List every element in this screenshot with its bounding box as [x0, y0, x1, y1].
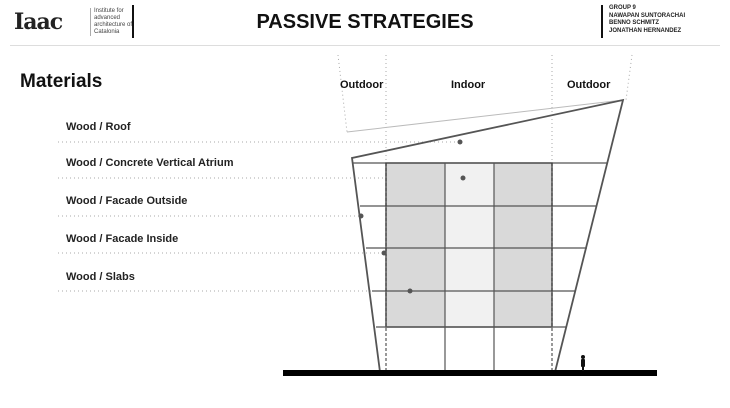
- material-label: Wood / Facade Inside: [66, 233, 179, 245]
- zone-indoor: Indoor: [451, 79, 486, 91]
- member: BENNO SCHMITZ: [609, 20, 659, 26]
- member: JONATHAN HERNANDEZ: [609, 27, 682, 34]
- guide-lines: [58, 54, 633, 292]
- group-name: GROUP 9: [609, 5, 636, 11]
- institute-name: Institute for advanced architecture of C…: [90, 8, 134, 36]
- ground-line: [283, 370, 657, 376]
- atrium: [445, 163, 494, 327]
- material-label: Wood / Concrete Vertical Atrium: [66, 157, 234, 169]
- page-title: PASSIVE STRATEGIES: [256, 11, 474, 33]
- group-members: GROUP 9 NAWAPAN SUNTORACHAI BENNO SCHMIT…: [609, 5, 685, 35]
- material-label: Wood / Slabs: [66, 271, 135, 283]
- person-icon: [581, 355, 585, 371]
- material-label: Wood / Roof: [66, 121, 131, 133]
- material-markers: [358, 139, 466, 294]
- zone-outdoor-left: Outdoor: [340, 79, 384, 91]
- divider: [132, 5, 134, 38]
- slabs: [352, 162, 607, 372]
- member: NAWAPAN SUNTORACHAI: [609, 12, 686, 19]
- header-rule: [10, 45, 720, 46]
- iaac-logo: Iaac: [14, 9, 63, 35]
- divider: [601, 5, 603, 38]
- building-envelope: [350, 98, 625, 373]
- material-label: Wood / Facade Outside: [66, 195, 188, 207]
- zone-outdoor-right: Outdoor: [567, 79, 611, 91]
- section-title: Materials: [20, 71, 103, 92]
